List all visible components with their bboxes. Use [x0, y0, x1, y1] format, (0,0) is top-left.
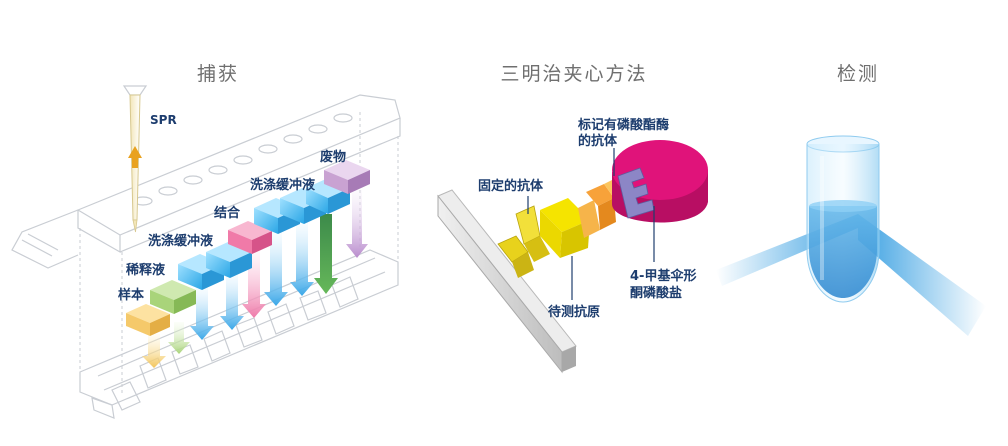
label-wash2: 洗涤缓冲液 [250, 177, 315, 193]
leader-lines [527, 148, 655, 300]
box-sample [126, 304, 170, 336]
label-antigen: 待测抗原 [547, 304, 600, 320]
box-conjugate [228, 221, 272, 254]
solid-phase-slab [437, 189, 577, 374]
alkaline-phosphatase-enzyme [612, 140, 708, 223]
label-labeled-antibody-line2: 的抗体 [578, 133, 618, 149]
reagent-boxes [126, 160, 370, 336]
arrow-wash2a [264, 230, 288, 306]
spr-pipette [122, 85, 148, 233]
arrow-diluent [168, 322, 190, 354]
box-wash2 [254, 178, 350, 234]
label-wash1: 洗涤缓冲液 [148, 233, 213, 249]
arrow-waste-green [314, 214, 338, 294]
title-sandwich: 三明治夹心方法 [500, 63, 647, 85]
label-labeled-antibody-line1: 标记有磷酸酯酶 [577, 117, 669, 133]
label-substrate-line1: 4-甲基伞形 [630, 268, 696, 284]
arrow-waste-purple [346, 190, 368, 258]
label-spr: SPR [150, 113, 177, 127]
box-waste [324, 160, 370, 194]
flow-arrows [142, 190, 368, 368]
spr-up-arrow [128, 146, 142, 168]
label-conjugate: 结合 [214, 205, 241, 221]
box-wash1 [178, 242, 252, 290]
arrow-wash1b [220, 272, 244, 330]
strip-holes [133, 113, 353, 206]
label-waste: 废物 [320, 149, 346, 165]
label-substrate-line2: 酮磷酸盐 [630, 285, 682, 301]
detection-cuvette [806, 135, 880, 303]
arrow-wash2b [290, 220, 314, 296]
labeled-antibody [578, 176, 630, 238]
title-capture: 捕获 [197, 63, 239, 85]
label-diluent: 稀释液 [126, 262, 165, 278]
label-capture-antibody: 固定的抗体 [478, 178, 544, 194]
box-diluent [150, 280, 196, 314]
title-detection: 检测 [837, 63, 879, 85]
arrow-sample [142, 334, 166, 368]
label-sample: 样本 [118, 287, 144, 303]
